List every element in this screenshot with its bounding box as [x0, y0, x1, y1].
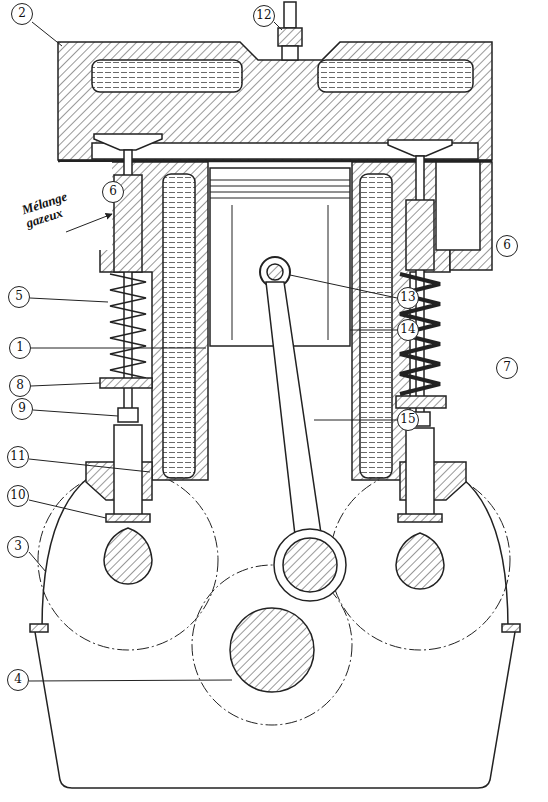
callout-number: 11	[7, 446, 29, 468]
callout-number: 10	[7, 485, 29, 507]
callout-number: 12	[253, 5, 275, 27]
callout-number: 4	[7, 669, 29, 691]
callout-number: 8	[9, 375, 31, 397]
callout-number: 13	[397, 287, 419, 309]
callout-number: 7	[496, 357, 518, 379]
callout-number: 6	[102, 181, 124, 203]
callout-number: 5	[8, 286, 30, 308]
callout-number: 3	[7, 536, 29, 558]
callout-number: 6	[496, 235, 518, 257]
flow-label: Mélange gazeux	[20, 185, 88, 231]
callout-number: 15	[397, 409, 419, 431]
callout-number: 2	[11, 3, 33, 25]
callout-number: 1	[9, 337, 31, 359]
callout-number: 14	[397, 319, 419, 341]
callout-number: 9	[11, 398, 33, 420]
